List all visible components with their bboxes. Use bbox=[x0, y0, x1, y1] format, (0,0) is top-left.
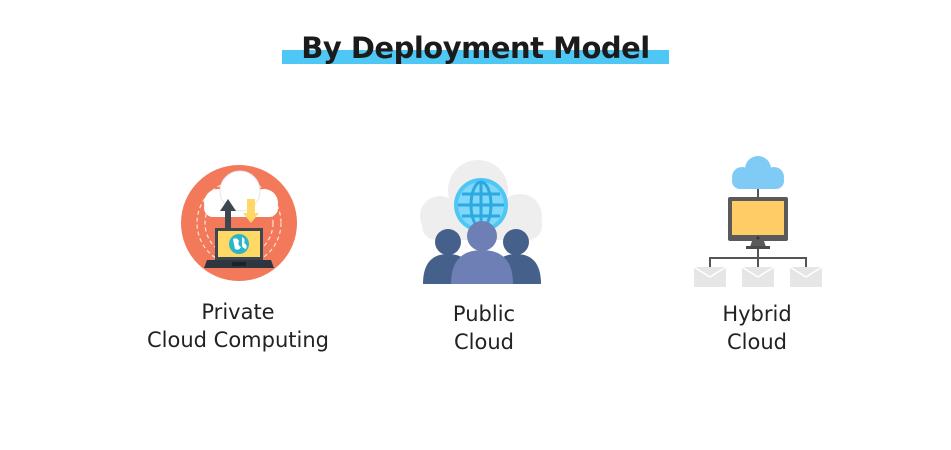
model-label-public: Public Cloud bbox=[404, 300, 564, 356]
page-title: By Deployment Model bbox=[301, 31, 650, 65]
page-header: By Deployment Model bbox=[282, 28, 669, 68]
hybrid-line1: Hybrid bbox=[722, 302, 792, 326]
model-label-hybrid: Hybrid Cloud bbox=[677, 300, 837, 356]
public-line2: Cloud bbox=[454, 330, 514, 354]
public-line1: Public bbox=[452, 302, 516, 326]
title-underline bbox=[282, 50, 669, 64]
private-line2: Cloud Computing bbox=[147, 328, 329, 352]
hybrid-line2: Cloud bbox=[727, 330, 787, 354]
private-line1: Private bbox=[201, 300, 275, 324]
model-label-private: Private Cloud Computing bbox=[118, 298, 358, 354]
hybrid-cloud-network-icon bbox=[693, 156, 823, 287]
public-cloud-users-globe-icon bbox=[420, 160, 542, 284]
private-cloud-laptop-icon bbox=[181, 165, 297, 281]
